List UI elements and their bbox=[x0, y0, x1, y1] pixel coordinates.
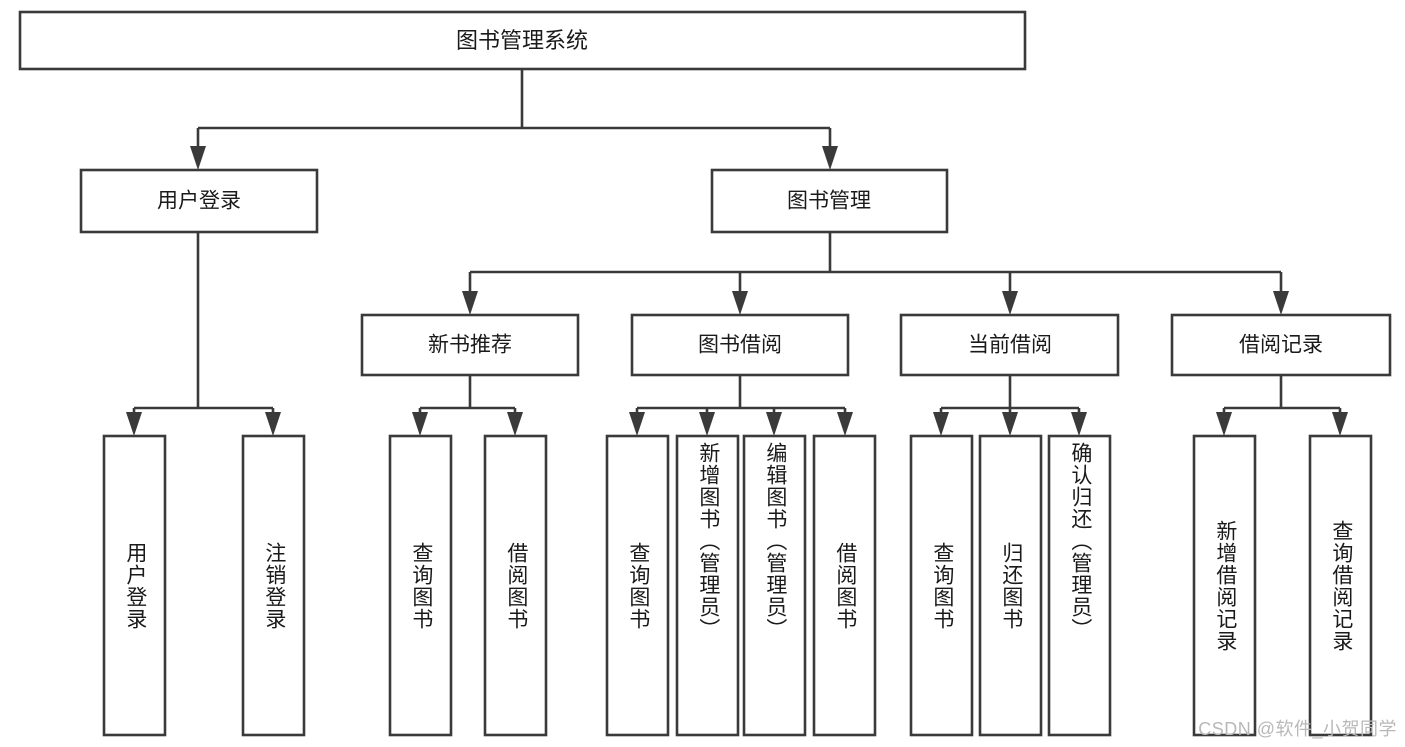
arrow-head-book-borrow bbox=[732, 291, 748, 315]
leaf-box-book-borrow-1[interactable] bbox=[605, 434, 670, 737]
node-box-root[interactable] bbox=[18, 10, 1027, 71]
arrow-head-userlogin-leaf2 bbox=[265, 412, 281, 436]
leaf-box-book-borrow-2[interactable] bbox=[675, 434, 740, 737]
leaf-box-current-borrow-1[interactable] bbox=[909, 434, 974, 737]
arrow-head-borrowrecord-leaf1 bbox=[1216, 412, 1232, 436]
leaf-group-borrow-record bbox=[1192, 434, 1373, 737]
node-label-book-borrow: 图书借阅 bbox=[698, 334, 782, 357]
arrow-head-current-borrow bbox=[1002, 291, 1018, 315]
leaf-box-new-book-2[interactable] bbox=[483, 434, 548, 737]
node-box-new-book-recommend[interactable] bbox=[360, 313, 580, 377]
arrow-head-newbook-leaf1 bbox=[412, 412, 428, 436]
connector-group-new-book bbox=[412, 375, 523, 436]
arrow-head-bookborrow-leaf3 bbox=[766, 412, 782, 436]
node-box-current-borrow[interactable] bbox=[899, 313, 1120, 377]
node-current-borrow[interactable]: 当前借阅 bbox=[899, 313, 1120, 377]
node-box-user-login[interactable] bbox=[79, 168, 319, 234]
leaf-group-book-borrow bbox=[605, 434, 877, 737]
leaf-group-current-borrow bbox=[909, 434, 1112, 737]
leaf-box-borrow-record-1[interactable] bbox=[1192, 434, 1257, 737]
leaf-box-current-borrow-3[interactable] bbox=[1047, 434, 1112, 737]
node-box-borrow-record[interactable] bbox=[1170, 313, 1392, 377]
node-label-user-login: 用户登录 bbox=[157, 190, 241, 213]
arrow-head-bookborrow-leaf1 bbox=[629, 412, 645, 436]
arrow-head-new-book bbox=[462, 291, 478, 315]
node-label-root: 图书管理系统 bbox=[456, 28, 588, 53]
leaf-box-user-login-2[interactable] bbox=[241, 434, 306, 737]
arrow-head-book-mgmt bbox=[822, 146, 838, 170]
arrow-head-currentborrow-leaf3 bbox=[1071, 412, 1087, 436]
connector-group-root bbox=[190, 69, 838, 170]
node-label-new-book-recommend: 新书推荐 bbox=[428, 334, 512, 357]
node-root[interactable]: 图书管理系统 bbox=[18, 10, 1027, 71]
node-label-current-borrow: 当前借阅 bbox=[968, 334, 1052, 357]
leaf-group-user-login bbox=[102, 434, 306, 737]
arrow-head-userlogin-leaf1 bbox=[126, 412, 142, 436]
connector-group-user-login bbox=[126, 232, 281, 436]
node-book-management[interactable]: 图书管理 bbox=[710, 168, 949, 234]
arrow-head-newbook-leaf2 bbox=[507, 412, 523, 436]
arrow-head-currentborrow-leaf1 bbox=[933, 412, 949, 436]
leaf-box-borrow-record-2[interactable] bbox=[1308, 434, 1373, 737]
node-new-book-recommend[interactable]: 新书推荐 bbox=[360, 313, 580, 377]
node-borrow-record[interactable]: 借阅记录 bbox=[1170, 313, 1392, 377]
csdn-watermark: CSDN @软件_小贺同学 bbox=[1198, 719, 1397, 739]
connector-group-current-borrow bbox=[933, 375, 1087, 436]
connector-group-book-mgmt bbox=[462, 232, 1289, 315]
arrow-head-user-login bbox=[190, 146, 206, 170]
leaf-group-new-book-recommend bbox=[388, 434, 548, 737]
node-label-book-management: 图书管理 bbox=[787, 190, 871, 213]
node-label-borrow-record: 借阅记录 bbox=[1239, 334, 1323, 357]
leaf-box-current-borrow-2[interactable] bbox=[978, 434, 1043, 737]
node-box-book-borrow[interactable] bbox=[630, 313, 850, 377]
connector-group-borrow-record bbox=[1216, 375, 1348, 436]
node-book-borrow[interactable]: 图书借阅 bbox=[630, 313, 850, 377]
leaf-box-new-book-1[interactable] bbox=[388, 434, 453, 737]
leaf-box-user-login-1[interactable] bbox=[102, 434, 167, 737]
arrow-head-bookborrow-leaf4 bbox=[837, 412, 853, 436]
node-user-login[interactable]: 用户登录 bbox=[79, 168, 319, 234]
node-box-book-management[interactable] bbox=[710, 168, 949, 234]
arrow-head-currentborrow-leaf2 bbox=[1002, 412, 1018, 436]
leaf-box-book-borrow-4[interactable] bbox=[812, 434, 877, 737]
arrow-head-borrow-record bbox=[1273, 291, 1289, 315]
arrow-head-bookborrow-leaf2 bbox=[699, 412, 715, 436]
leaf-box-book-borrow-3[interactable] bbox=[742, 434, 807, 737]
arrow-head-borrowrecord-leaf2 bbox=[1332, 412, 1348, 436]
connector-group-book-borrow bbox=[629, 375, 853, 436]
